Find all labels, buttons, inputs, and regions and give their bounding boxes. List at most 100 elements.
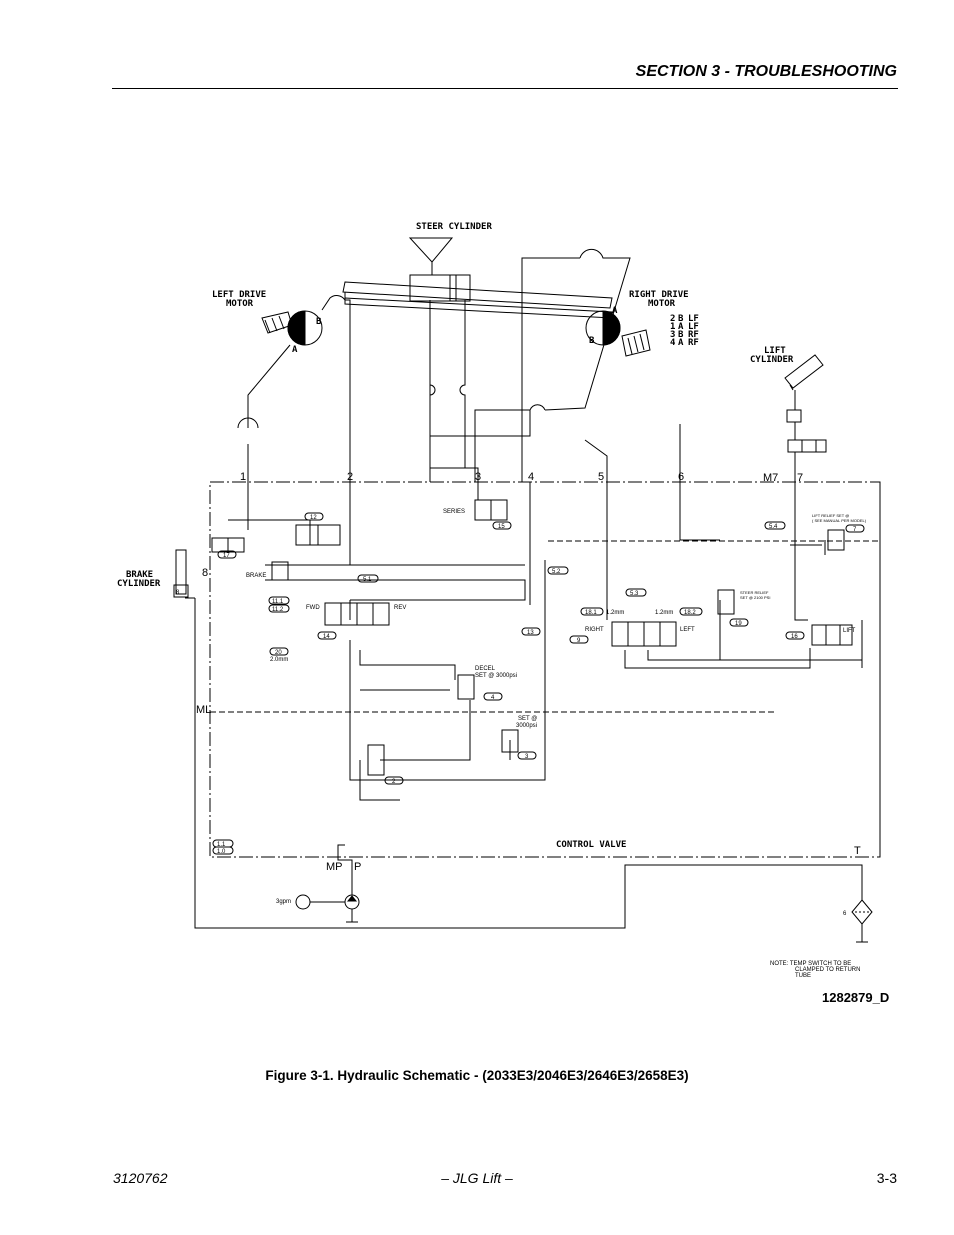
left-drive-motor-label-2: MOTOR bbox=[226, 299, 254, 309]
port-table-wheel: RF bbox=[688, 330, 699, 340]
callout-15: 15 bbox=[498, 524, 505, 530]
callout-18-1: 18.1 bbox=[585, 610, 597, 616]
page-number: 3-3 bbox=[876, 1170, 897, 1186]
callout-4: 4 bbox=[491, 695, 495, 701]
port-3: 3 bbox=[475, 471, 481, 483]
callout-7: 7 bbox=[853, 527, 857, 533]
port-table-wheel: LF bbox=[688, 322, 699, 332]
orifice-2-label: 1.2mm bbox=[655, 610, 673, 616]
valve-blocks bbox=[211, 499, 853, 776]
callout-3: 3 bbox=[525, 754, 529, 760]
port-6: 6 bbox=[678, 471, 684, 483]
port-table-wheel: LF bbox=[688, 314, 699, 324]
right-motor-port-a: A bbox=[612, 306, 618, 316]
steer-relief-label-2: SET @ 2100 PSI bbox=[740, 595, 770, 600]
port-m7: M7 bbox=[763, 472, 778, 484]
callout-19: 19 bbox=[735, 621, 742, 627]
lift-relief-label-1: LIFT RELIEF SET @ bbox=[812, 513, 849, 518]
header-rule bbox=[112, 88, 898, 89]
drawing-number: 1282879_D bbox=[822, 990, 890, 1005]
brake-cylinder bbox=[173, 549, 189, 598]
port-table-num: 2 bbox=[670, 314, 675, 324]
left-motor-port-a: A bbox=[292, 345, 298, 355]
rev-label: REV bbox=[394, 605, 406, 611]
orifice-3-label: 2.0mm bbox=[270, 657, 288, 663]
doc-number: 3120762 bbox=[113, 1170, 168, 1186]
callout-16: 16 bbox=[791, 634, 798, 640]
port-table-port: A bbox=[678, 322, 684, 332]
steer-cylinder bbox=[342, 237, 613, 319]
callout-17: 17 bbox=[223, 553, 230, 559]
brake-label: BRAKE bbox=[246, 573, 266, 579]
callout-9: 9 bbox=[577, 638, 581, 644]
callout-6: 6 bbox=[843, 911, 847, 917]
port-5: 5 bbox=[598, 471, 604, 483]
callout-8: 8 bbox=[176, 590, 180, 596]
port-table-num: 4 bbox=[670, 338, 676, 348]
right-motor-port-b: B bbox=[589, 336, 595, 346]
decel-label-2: SET @ 3000psi bbox=[475, 673, 517, 679]
callout-14: 14 bbox=[323, 634, 330, 640]
port-table-num: 3 bbox=[670, 330, 675, 340]
right-drive-motor-label-1: RIGHT DRIVE bbox=[629, 290, 689, 300]
note-line-3: TUBE bbox=[795, 973, 811, 979]
control-valve-boundary bbox=[209, 481, 881, 858]
lift-relief-label-2: ( SEE MANUAL PER MODEL) bbox=[812, 518, 867, 523]
callouts: 12 15 17 5.1 14 11.1 11.2 20 13 18.1 18.… bbox=[176, 512, 865, 917]
callout-5-1: 5.1 bbox=[363, 577, 372, 583]
callout-5-2: 5.2 bbox=[552, 569, 561, 575]
callout-12: 12 bbox=[310, 515, 317, 521]
figure-caption: Figure 3-1. Hydraulic Schematic - (2033E… bbox=[265, 1068, 689, 1083]
lift-label: LIFT bbox=[843, 628, 856, 634]
callout-11-2: 11.2 bbox=[272, 607, 284, 613]
right-drive-motor-label-2: MOTOR bbox=[648, 299, 676, 309]
note-line-2: CLAMPED TO RETURN bbox=[795, 967, 860, 973]
lift-cylinder-label-1: LIFT bbox=[764, 346, 786, 356]
callout-1-0: 1.0 bbox=[217, 849, 226, 855]
port-table-port: B bbox=[678, 330, 684, 340]
callout-20: 20 bbox=[275, 650, 282, 656]
filter bbox=[851, 899, 873, 943]
port-p: P bbox=[354, 861, 361, 873]
pump-motor bbox=[185, 597, 863, 929]
left-drive-motor-label-1: LEFT DRIVE bbox=[212, 290, 266, 300]
control-valve-label: CONTROL VALVE bbox=[556, 840, 626, 850]
port-mp: MP bbox=[326, 861, 343, 873]
port-table-wheel: RF bbox=[688, 338, 699, 348]
callout-18-2: 18.2 bbox=[684, 610, 696, 616]
port-table: 2 B LF 1 A LF 3 B RF 4 A RF bbox=[670, 314, 699, 348]
callout-1-1: 1.1 bbox=[217, 842, 226, 848]
set-label-1: SET @ bbox=[518, 716, 537, 722]
lift-cylinder-label-2: CYLINDER bbox=[750, 355, 794, 365]
port-table-port: A bbox=[678, 338, 684, 348]
callout-13: 13 bbox=[527, 630, 534, 636]
orifice-1-label: 1.2mm bbox=[606, 610, 624, 616]
port-2: 2 bbox=[347, 471, 353, 483]
brake-cylinder-label-2: CYLINDER bbox=[117, 579, 161, 589]
right-drive-motor bbox=[585, 310, 651, 357]
callout-5-3: 5.3 bbox=[630, 591, 639, 597]
port-table-port: B bbox=[678, 314, 684, 324]
note-line-1: NOTE: TEMP SWITCH TO BE bbox=[770, 961, 851, 967]
port-t: T bbox=[854, 845, 861, 857]
port-ml: ML bbox=[196, 704, 211, 716]
fwd-label: FWD bbox=[306, 605, 320, 611]
internal-lines bbox=[228, 482, 863, 801]
set-label-2: 3000psi bbox=[516, 723, 537, 729]
right-label: RIGHT bbox=[585, 627, 604, 633]
port-1: 1 bbox=[240, 471, 246, 483]
steer-cylinder-label: STEER CYLINDER bbox=[416, 222, 492, 232]
brand-footer: – JLG Lift – bbox=[441, 1170, 513, 1186]
port-4: 4 bbox=[528, 471, 534, 483]
port-table-num: 1 bbox=[670, 322, 675, 332]
port-7: 7 bbox=[797, 472, 803, 484]
port-8: 8 bbox=[202, 567, 208, 579]
lift-cylinder bbox=[784, 354, 827, 453]
left-drive-motor bbox=[261, 310, 323, 346]
callout-11-1: 11.1 bbox=[272, 599, 284, 605]
decel-label-1: DECEL bbox=[475, 666, 496, 672]
steer-relief-label-1: STEER RELIEF bbox=[740, 590, 769, 595]
left-motor-port-b: B bbox=[316, 317, 322, 327]
brake-cylinder-label-1: BRAKE bbox=[126, 570, 153, 580]
